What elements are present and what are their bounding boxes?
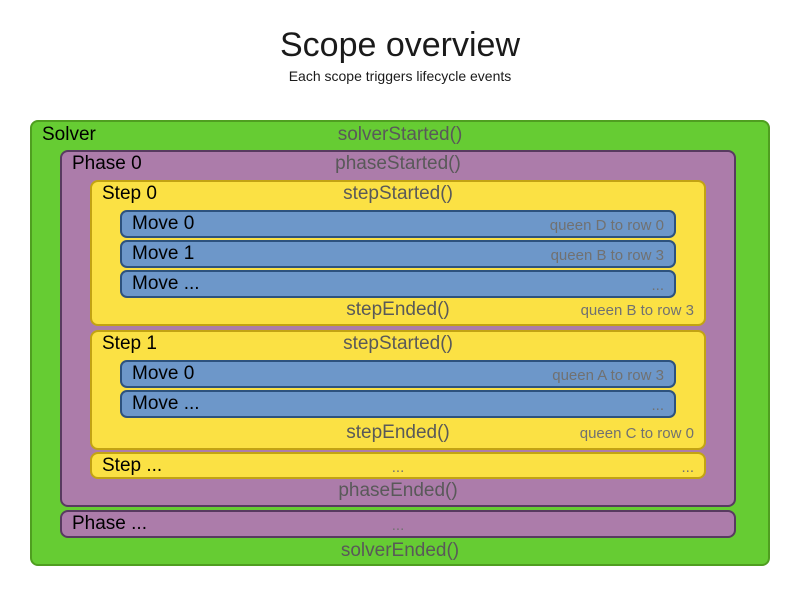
phase-ended-event: phaseEnded() (338, 480, 458, 501)
phase-more-scope-box: Phase ... ... (60, 510, 736, 538)
phase-header-row: Phase 0 phaseStarted() (62, 153, 734, 179)
move-note: ... (651, 397, 664, 414)
step-0-ended-note: queen B to row 3 (580, 302, 694, 319)
phase-more-mid-ellipsis: ... (391, 517, 405, 534)
step-0-ended-event: stepEnded() (346, 299, 450, 320)
step-1-move-0-box: Move 0 queen A to row 3 (120, 360, 676, 388)
step-more-label: Step ... (102, 455, 163, 476)
move-label: Move 0 (132, 363, 195, 384)
step-more-scope-box: Step ... ... ... (90, 452, 706, 479)
step-1-move-more-box: Move ... ... (120, 390, 676, 418)
move-note: queen A to row 3 (552, 367, 664, 384)
phase-footer-row: phaseEnded() (62, 480, 734, 506)
step-0-scope-box: Step 0 stepStarted() Move 0 queen D to r… (90, 180, 706, 326)
solver-started-event: solverStarted() (337, 124, 463, 145)
move-label: Move 1 (132, 243, 195, 264)
step-more-mid-ellipsis: ... (391, 459, 405, 476)
step-1-ended-event: stepEnded() (346, 422, 450, 443)
move-label: Move 0 (132, 213, 195, 234)
step-1-ended-note: queen C to row 0 (579, 425, 694, 442)
phase-more-label: Phase ... (72, 513, 147, 534)
move-label: Move ... (132, 273, 200, 294)
step-0-started-event: stepStarted() (343, 183, 453, 204)
step-1-started-event: stepStarted() (343, 333, 453, 354)
solver-ended-event: solverEnded() (340, 540, 460, 561)
step-0-label: Step 0 (102, 183, 157, 204)
phase-0-scope-box: Phase 0 phaseStarted() Step 0 stepStarte… (60, 150, 736, 507)
step-0-move-0-box: Move 0 queen D to row 0 (120, 210, 676, 238)
page-title: Scope overview (279, 26, 520, 64)
move-note: ... (651, 277, 664, 294)
step-0-header-row: Step 0 stepStarted() (92, 183, 704, 209)
phase-started-event: phaseStarted() (335, 153, 461, 174)
step-1-scope-box: Step 1 stepStarted() Move 0 queen A to r… (90, 330, 706, 450)
step-more-right-ellipsis: ... (681, 459, 694, 476)
step-0-move-1-box: Move 1 queen B to row 3 (120, 240, 676, 268)
step-0-footer-row: stepEnded() queen B to row 3 (92, 299, 704, 325)
move-note: queen B to row 3 (550, 247, 664, 264)
solver-footer-row: solverEnded() (32, 540, 768, 566)
move-label: Move ... (132, 393, 200, 414)
step-1-label: Step 1 (102, 333, 157, 354)
page-subtitle: Each scope triggers lifecycle events (288, 68, 512, 84)
step-0-move-more-box: Move ... ... (120, 270, 676, 298)
move-note: queen D to row 0 (549, 217, 664, 234)
step-1-header-row: Step 1 stepStarted() (92, 333, 704, 359)
solver-scope-box: Solver solverStarted() Phase 0 phaseStar… (30, 120, 770, 566)
solver-header-row: Solver solverStarted() (32, 124, 768, 152)
phase-0-label: Phase 0 (72, 153, 142, 174)
solver-label: Solver (42, 124, 96, 145)
step-1-footer-row: stepEnded() queen C to row 0 (92, 422, 704, 448)
